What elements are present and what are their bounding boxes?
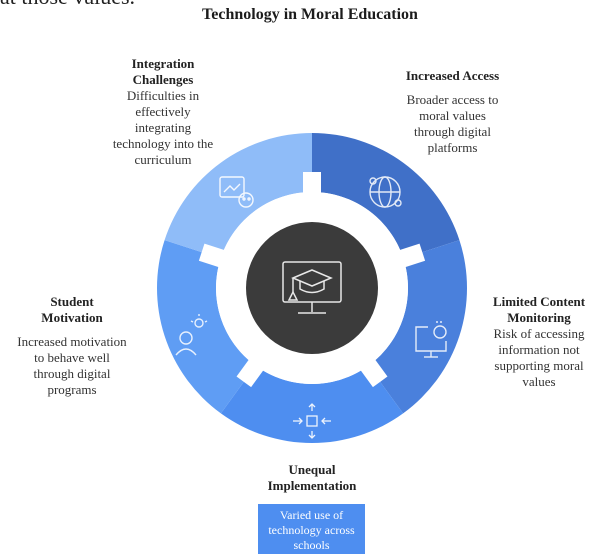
top-text-fragment: at those values. — [0, 0, 150, 8]
diagram-title: Technology in Moral Education — [202, 6, 418, 23]
integration-challenges-heading: Integration Challenges — [131, 56, 195, 87]
globe-network-icon — [369, 176, 402, 208]
graduation-cap-monitor-icon — [282, 261, 342, 314]
arrows-center-icon — [293, 403, 331, 439]
student-motivation-description: Increased motivation to behave well thro… — [17, 334, 127, 397]
increased-access-description: Broader access to moral values through d… — [406, 92, 499, 155]
segment-integration-challenges — [164, 133, 312, 259]
segment-divider — [303, 172, 321, 194]
person-idea-icon — [175, 314, 208, 356]
image-puzzle-icon — [219, 176, 254, 208]
segment-increased-access — [312, 133, 460, 259]
center-circle — [246, 222, 378, 354]
student-motivation-heading: Student Motivation — [41, 294, 103, 325]
label-increased-access: Increased Access Broader access to moral… — [380, 68, 525, 156]
label-student-motivation: Student Motivation Increased motivation … — [2, 294, 142, 398]
label-integration-challenges: Integration Challenges Difficulties in e… — [93, 56, 233, 168]
label-unequal-implementation: Unequal Implementation — [245, 462, 379, 494]
label-limited-content-monitoring: Limited Content Monitoring Risk of acces… — [478, 294, 600, 390]
increased-access-heading: Increased Access — [405, 68, 500, 83]
monitor-search-icon — [415, 321, 447, 358]
unequal-implementation-heading: Unequal Implementation — [267, 462, 357, 493]
segment-divider — [198, 243, 226, 268]
unequal-implementation-description: Varied use of technology across schools — [258, 504, 365, 554]
limited-content-monitoring-description: Risk of accessing information not suppor… — [493, 326, 585, 389]
segment-divider — [398, 243, 426, 268]
integration-challenges-description: Difficulties in effectively integrating … — [112, 88, 214, 167]
limited-content-monitoring-heading: Limited Content Monitoring — [492, 294, 586, 325]
segment-student-motivation — [157, 240, 256, 414]
